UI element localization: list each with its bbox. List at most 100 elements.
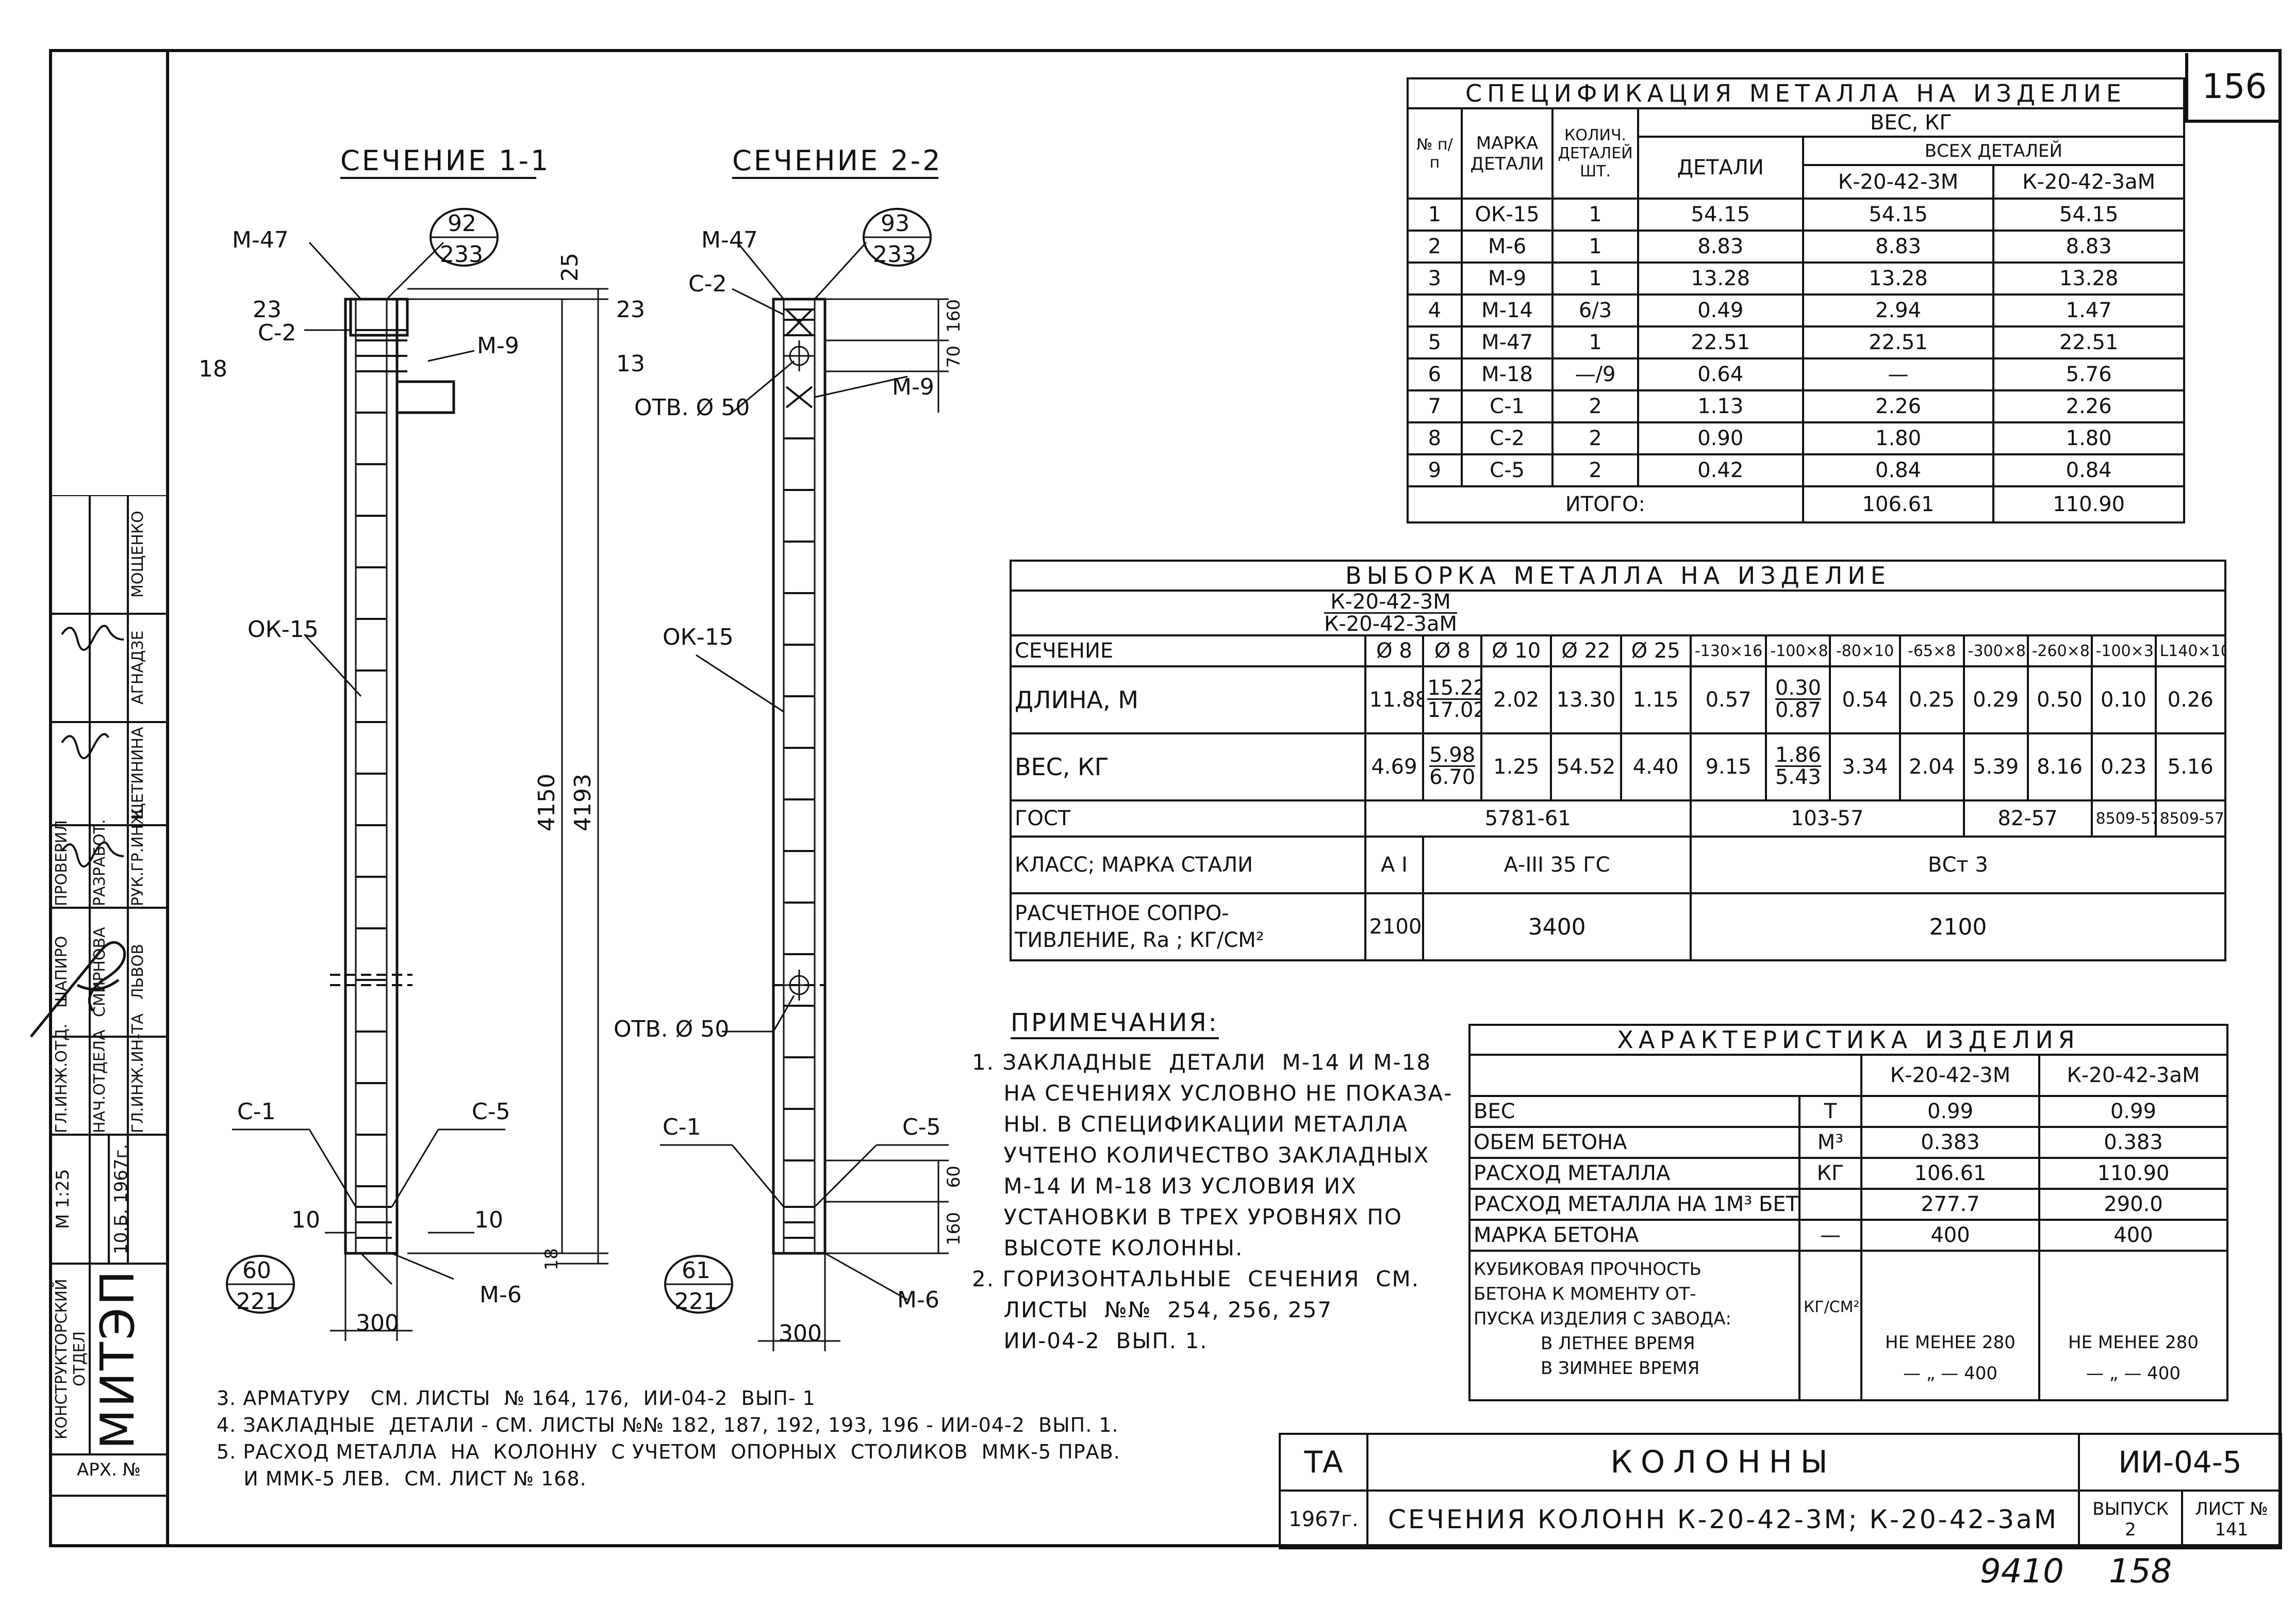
- spec-cell-w: 0.90: [1637, 421, 1804, 455]
- spec-cell-a: 2.26: [1802, 389, 1995, 423]
- spec-h-col2: К-20-42-3аМ: [1992, 164, 2185, 200]
- spec-cell-mark: С-1: [1460, 389, 1554, 423]
- note-line: ЛИСТЫ №№ 254, 256, 257: [972, 1297, 1333, 1322]
- notes-bottom-list: 3. АРМАТУРУ СМ. ЛИСТЫ № 164, 176, ИИ-04-…: [217, 1385, 1299, 1492]
- char-name: МАРКА БЕТОНА: [1468, 1219, 1801, 1252]
- tb-list-label: ЛИСТ №: [2195, 1499, 2268, 1519]
- char-cube-line-4: В ЗИМНЕЕ ВРЕМЯ: [1541, 1358, 1700, 1379]
- spec-cell-mark: С-2: [1460, 421, 1554, 455]
- section2-column-outline: [772, 298, 827, 1255]
- spec-cell-n: 7: [1407, 389, 1463, 423]
- spec-total-label: ИТОГО:: [1407, 485, 1804, 523]
- characteristics-table: ХАРАКТЕРИСТИКА ИЗДЕЛИЯ К-20-42-3М К-20-4…: [1468, 1024, 2229, 1401]
- vyborka-wt-1-bottom: 6.70: [1429, 765, 1476, 789]
- section1-column-outline: [344, 298, 399, 1255]
- s1-label-m6: М-6: [480, 1282, 522, 1308]
- char-cube-b1: НЕ МЕНЕЕ 280: [2068, 1332, 2199, 1353]
- spec-cell-n: 8: [1407, 421, 1463, 455]
- tb-year: 1967г.: [1279, 1490, 1368, 1549]
- spec-cell-w: 1.13: [1637, 389, 1804, 423]
- spec-cell-mark: М-6: [1460, 230, 1554, 264]
- char-unit: М³: [1798, 1126, 1862, 1159]
- spec-cell-w: 8.83: [1637, 230, 1804, 264]
- handwritten-9410: 9410: [1980, 1552, 2064, 1591]
- vyborka-len-10: 0.50: [2026, 665, 2093, 734]
- vyborka-gost-2: 82-57: [1962, 799, 2093, 838]
- vyborka-col-11: -100×3: [2090, 634, 2157, 667]
- vyborka-len-7: 0.54: [1829, 665, 1901, 734]
- char-name: ВЕС: [1468, 1095, 1801, 1128]
- vyborka-col-1: Ø 8: [1422, 634, 1483, 667]
- note-line: ВЫСОТЕ КОЛОННЫ.: [972, 1235, 1244, 1261]
- spec-cell-a: 2.94: [1802, 293, 1995, 328]
- spec-h-num: № п/п: [1407, 107, 1463, 200]
- spec-cell-b: 54.15: [1992, 198, 2185, 232]
- s1-dim-25: 25: [557, 253, 583, 282]
- vyborka-wt-11: 0.23: [2090, 732, 2157, 801]
- char-val-a: 0.383: [1860, 1126, 2040, 1159]
- spec-cell-a: 8.83: [1802, 230, 1995, 264]
- s1-label-m47: М-47: [232, 227, 289, 253]
- char-name: РАСХОД МЕТАЛЛА НА 1М³ БЕТ.: [1468, 1188, 1801, 1221]
- vyborka-wt-1-top: 5.98: [1429, 743, 1476, 767]
- s1-dim-4193: 4193: [570, 774, 596, 831]
- spec-cell-n: 3: [1407, 261, 1463, 296]
- spec-total-b: 110.90: [1992, 485, 2185, 523]
- spec-cell-b: 2.26: [1992, 389, 2185, 423]
- char-val-b: 290.0: [2038, 1188, 2229, 1221]
- vyborka-gost-1: 103-57: [1689, 799, 1965, 838]
- char-cube-line-1: БЕТОНА К МОМЕНТУ ОТ-: [1474, 1284, 1696, 1304]
- note-line: УСТАНОВКИ В ТРЕХ УРОВНЯХ ПО: [972, 1204, 1402, 1230]
- vyborka-class-label: КЛАСС; МАРКА СТАЛИ: [1010, 836, 1366, 894]
- vyborka-gost-0: 5781-61: [1364, 799, 1692, 838]
- vyborka-gost-3: 8509-57: [2090, 799, 2157, 838]
- spec-h-weight: ВЕС, КГ: [1637, 107, 2186, 138]
- vyborka-wt-6-top: 1.86: [1775, 743, 1821, 767]
- vyborka-len-8: 0.25: [1898, 665, 1965, 734]
- vyborka-col-10: -260×8: [2026, 634, 2093, 667]
- spec-cell-b: 1.47: [1992, 293, 2185, 328]
- vyborka-len-6-bottom: 0.87: [1775, 698, 1821, 722]
- s2-dim-160-top: 160: [944, 299, 964, 333]
- s2-label-23: 23: [616, 297, 645, 323]
- spec-cell-mark: М-47: [1460, 325, 1554, 359]
- spec-cell-qty: 2: [1551, 389, 1639, 423]
- char-cube-b2: — „ — 400: [2086, 1363, 2181, 1384]
- spec-cell-b: 22.51: [1992, 325, 2185, 359]
- s2-label-c5: С-5: [902, 1114, 941, 1140]
- spec-cell-n: 6: [1407, 357, 1463, 391]
- vyborka-wt-8: 2.04: [1898, 732, 1965, 801]
- sheet-number: 156: [2202, 67, 2267, 106]
- s1-label-m9: М-9: [477, 333, 519, 359]
- notes-title: ПРИМЕЧАНИЯ:: [1011, 1008, 1219, 1039]
- char-val-a: 0.99: [1860, 1095, 2040, 1128]
- spec-total-a: 106.61: [1802, 485, 1995, 523]
- spec-cell-qty: 2: [1551, 453, 1639, 487]
- char-cube-unit: КГ/СМ²: [1798, 1250, 1862, 1401]
- s1-balloon-233: 233: [440, 241, 483, 268]
- spec-cell-a: 1.80: [1802, 421, 1995, 455]
- vyborka-len-4: 1.15: [1620, 665, 1692, 734]
- s1-label-c1: С-1: [237, 1099, 276, 1125]
- char-val-b: 400: [2038, 1219, 2229, 1252]
- signature-lvov: [30, 941, 126, 1038]
- note-line: М-14 И М-18 ИЗ УСЛОВИЯ ИХ: [972, 1173, 1357, 1199]
- section2-title: СЕЧЕНИЕ 2-2: [732, 144, 943, 177]
- spec-cell-mark: ОК-15: [1460, 198, 1554, 232]
- spec-cell-a: —: [1802, 357, 1995, 391]
- note-bottom-line: И ММК-5 ЛЕВ. СМ. ЛИСТ № 168.: [217, 1467, 587, 1490]
- s1-label-c2: С-2: [258, 320, 296, 346]
- vyborka-col-0: Ø 8: [1364, 634, 1425, 667]
- vyborka-class-1: А-III 35 ГС: [1422, 836, 1692, 894]
- char-unit: [1798, 1188, 1862, 1221]
- s2-label-13: 13: [616, 351, 645, 377]
- vyborka-wt-6-bottom: 5.43: [1775, 765, 1821, 789]
- char-cube-line-2: ПУСКА ИЗДЕЛИЯ С ЗАВОДА:: [1474, 1308, 1731, 1329]
